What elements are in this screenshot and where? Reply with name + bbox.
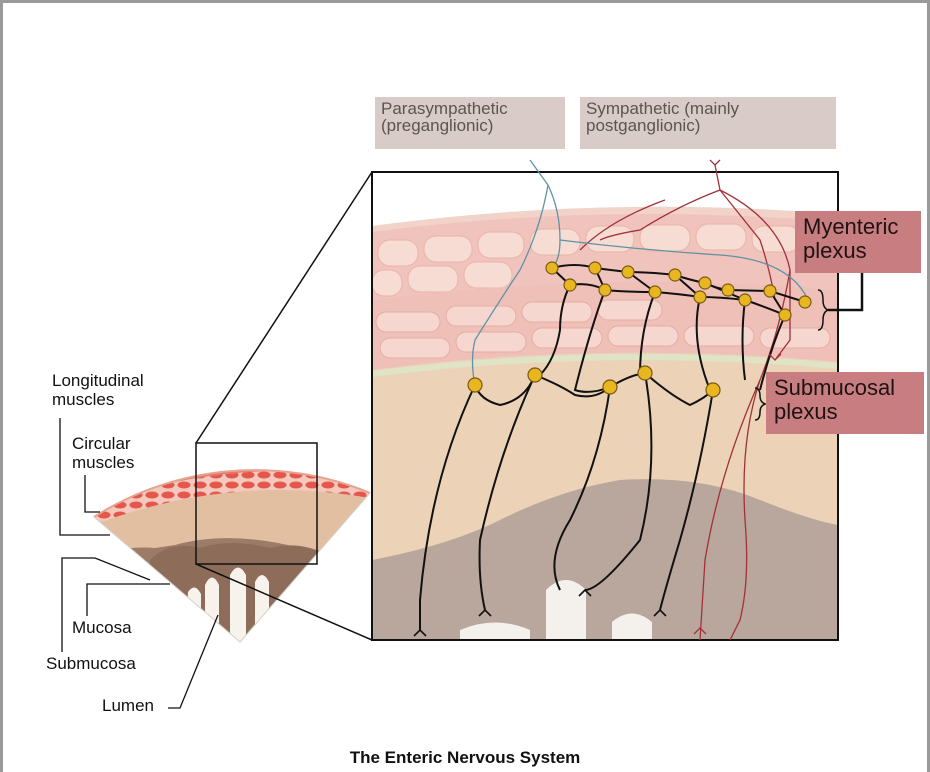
figure-caption: The Enteric Nervous System — [0, 748, 930, 768]
mucosa-label: Mucosa — [72, 618, 132, 637]
lumen-leader — [168, 615, 218, 708]
sympathetic-label: Sympathetic (mainly postganglionic) — [580, 97, 836, 149]
zoom-line-top — [196, 172, 372, 443]
submucosa-leader — [62, 558, 150, 652]
circular-muscles-label: Circular muscles — [72, 434, 134, 472]
mucosa-leader — [87, 584, 170, 616]
myenteric-plexus-label: Myenteric plexus — [795, 211, 921, 273]
lumen-label: Lumen — [102, 696, 154, 715]
circular-leader — [85, 475, 100, 512]
submucosal-plexus-label: Submucosal plexus — [766, 372, 924, 434]
submucosa-label: Submucosa — [46, 654, 136, 673]
longitudinal-muscles-label: Longitudinal muscles — [52, 371, 144, 409]
parasympathetic-label: Parasympathetic (preganglionic) — [375, 97, 565, 149]
